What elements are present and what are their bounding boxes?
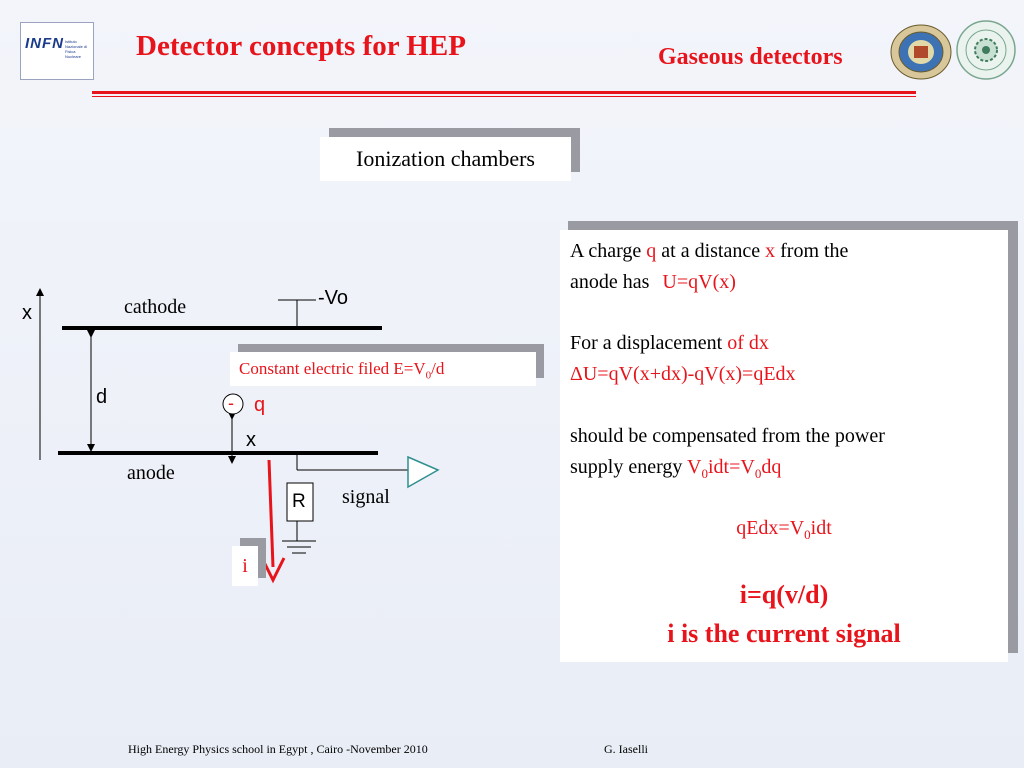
text-x: x	[765, 240, 776, 262]
gap-label: d	[96, 386, 108, 408]
header-rule-thin	[92, 96, 916, 97]
text-eq-a: qEdx=V	[736, 517, 805, 539]
current-arrow	[267, 459, 275, 568]
cathode-label: cathode	[124, 296, 187, 318]
section-title: Ionization chambers	[320, 137, 571, 181]
text-eq-sub: 0	[804, 527, 811, 542]
explanation-line-5: should be compensated from the power	[570, 425, 885, 447]
explanation-panel: A charge q at a distance x from the anod…	[560, 230, 1008, 662]
text-u-eq: U=qV(x)	[662, 271, 736, 293]
text-v-sub-2: 0	[754, 466, 762, 481]
signal-label: signal	[342, 486, 390, 508]
slide-subtitle: Gaseous detectors	[658, 44, 843, 70]
text-eq-b: idt	[810, 517, 832, 539]
text-of-dx: of dx	[727, 332, 769, 354]
charge-label: q	[254, 394, 266, 416]
explanation-equation: qEdx=V0idt	[560, 517, 1008, 543]
charge-sign: -	[228, 393, 234, 413]
text-v: V	[687, 456, 702, 478]
explanation-conclusion: i is the current signal	[667, 619, 901, 648]
explanation-line-3: For a displacement of dx	[570, 332, 769, 355]
footer-right: G. Iaselli	[604, 742, 648, 756]
resistor	[286, 482, 314, 522]
field-label: Constant electric filed E=V0/d	[230, 352, 536, 386]
field-label-prefix: Constant electric filed E=V	[239, 359, 426, 378]
slide-title: Detector concepts for HEP	[136, 30, 466, 62]
text-dq: dq	[761, 456, 782, 478]
text-a-charge: A charge	[570, 240, 647, 262]
text-at-distance: at a distance	[656, 240, 766, 262]
polytechnic-seal-logo	[956, 20, 1016, 80]
explanation-line-6: supply energy V0idt=V0dq	[570, 456, 781, 482]
voltage-label: -Vo	[318, 287, 349, 309]
text-v-sub: 0	[701, 466, 708, 481]
anode-label: anode	[127, 462, 175, 484]
amplifier-triangle	[407, 455, 440, 489]
infn-logo: INFN Istituto Nazionale di Fisica Nuclea…	[20, 22, 94, 80]
charge-circle	[222, 393, 244, 415]
text-anode-has: anode has	[570, 271, 655, 293]
header-rule	[92, 91, 916, 94]
x-axis-label: x	[22, 302, 32, 324]
explanation-line-1: A charge q at a distance x from the	[570, 240, 848, 263]
text-for-displacement: For a displacement	[570, 332, 728, 354]
field-label-sub: 0	[425, 369, 432, 382]
current-label: i	[232, 546, 258, 586]
ionization-chamber-diagram	[36, 288, 440, 584]
text-supply-energy: supply energy	[570, 456, 688, 478]
text-q: q	[646, 240, 657, 262]
infn-logo-text: INFN	[25, 35, 64, 52]
explanation-result: i=q(v/d)	[739, 580, 829, 609]
infn-logo-subtext: Istituto Nazionale di Fisica Nucleare	[65, 39, 88, 59]
text-from-the: from the	[775, 240, 849, 262]
text-idt: idt=V	[707, 456, 755, 478]
footer-left: High Energy Physics school in Egypt , Ca…	[128, 742, 428, 756]
explanation-line-4: ΔU=qV(x+dx)-qV(x)=qEdx	[570, 363, 796, 385]
resistor-label: R	[292, 491, 306, 512]
university-seal-logo	[890, 24, 952, 80]
explanation-line-2: anode has U=qV(x)	[570, 271, 736, 294]
field-label-suffix: /d	[431, 359, 445, 378]
distance-label: x	[246, 429, 256, 451]
